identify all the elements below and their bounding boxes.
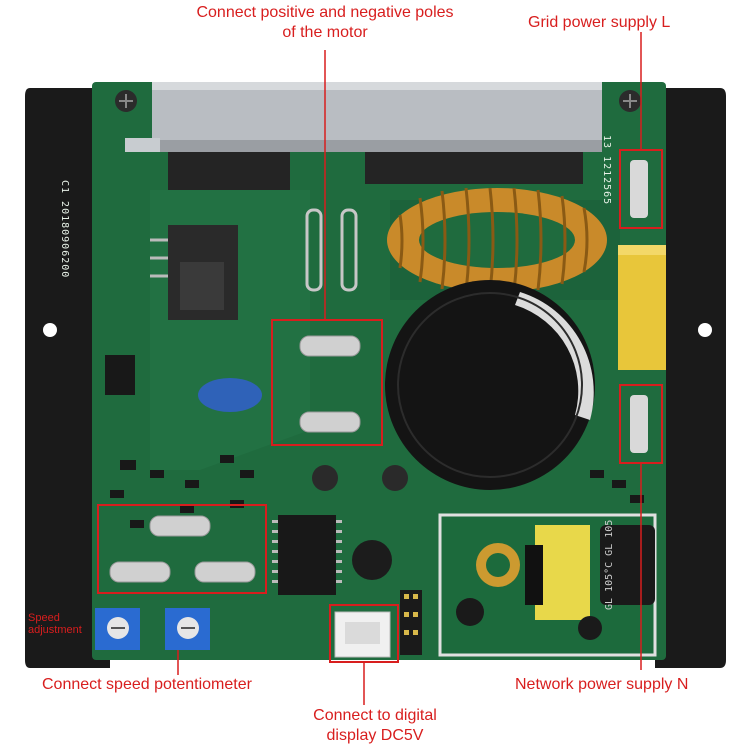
right-mount-hole [698,323,712,337]
motor-terminal-plus [299,335,361,357]
label-motor-poles: Connect positive and negative poles of t… [196,4,454,41]
film-capacitor [618,245,666,370]
jumper-grid-l [630,160,648,218]
label-digital-display: Connect to digital display DC5V [313,707,437,744]
ic-small [105,355,135,395]
heatsink-tab [125,138,160,152]
speed-pot-terminal-3 [194,561,256,583]
speed-pot-terminal-1 [149,515,211,537]
pin-header [400,590,422,655]
left-mount-plate [25,88,110,668]
small-electrolytic-2 [382,465,408,491]
label-speed-potentiometer: Connect speed potentiometer [42,676,252,693]
power-transistor-1 [168,152,290,190]
label-grid-power-l: Grid power supply L [528,14,671,31]
small-electrolytic-1 [312,465,338,491]
left-mount-hole [43,323,57,337]
blue-ceramic-capacitor [198,378,262,412]
right-mount-plate [655,88,726,668]
pcb-code-silkscreen: C1 20180906200 [59,180,70,279]
ic-driver [278,515,336,595]
speed-pot-terminal-2 [109,561,171,583]
motor-terminal-minus [299,411,361,433]
annotation-box-motor [271,319,383,446]
power-transistor-2 [365,152,583,184]
transformer [535,525,590,620]
jumper-network-n [630,395,648,453]
inductor-black [352,540,392,580]
label-network-power-n: Network power supply N [515,676,689,693]
capacitor-label-1: GL 105°C GL 105 [604,519,615,610]
label-speed-adjustment: Speed adjustment [28,612,82,636]
annotation-box-pot [97,504,267,594]
date-code-silkscreen: 13 1212565 [601,135,612,206]
electrolytic-capacitor [385,280,595,490]
